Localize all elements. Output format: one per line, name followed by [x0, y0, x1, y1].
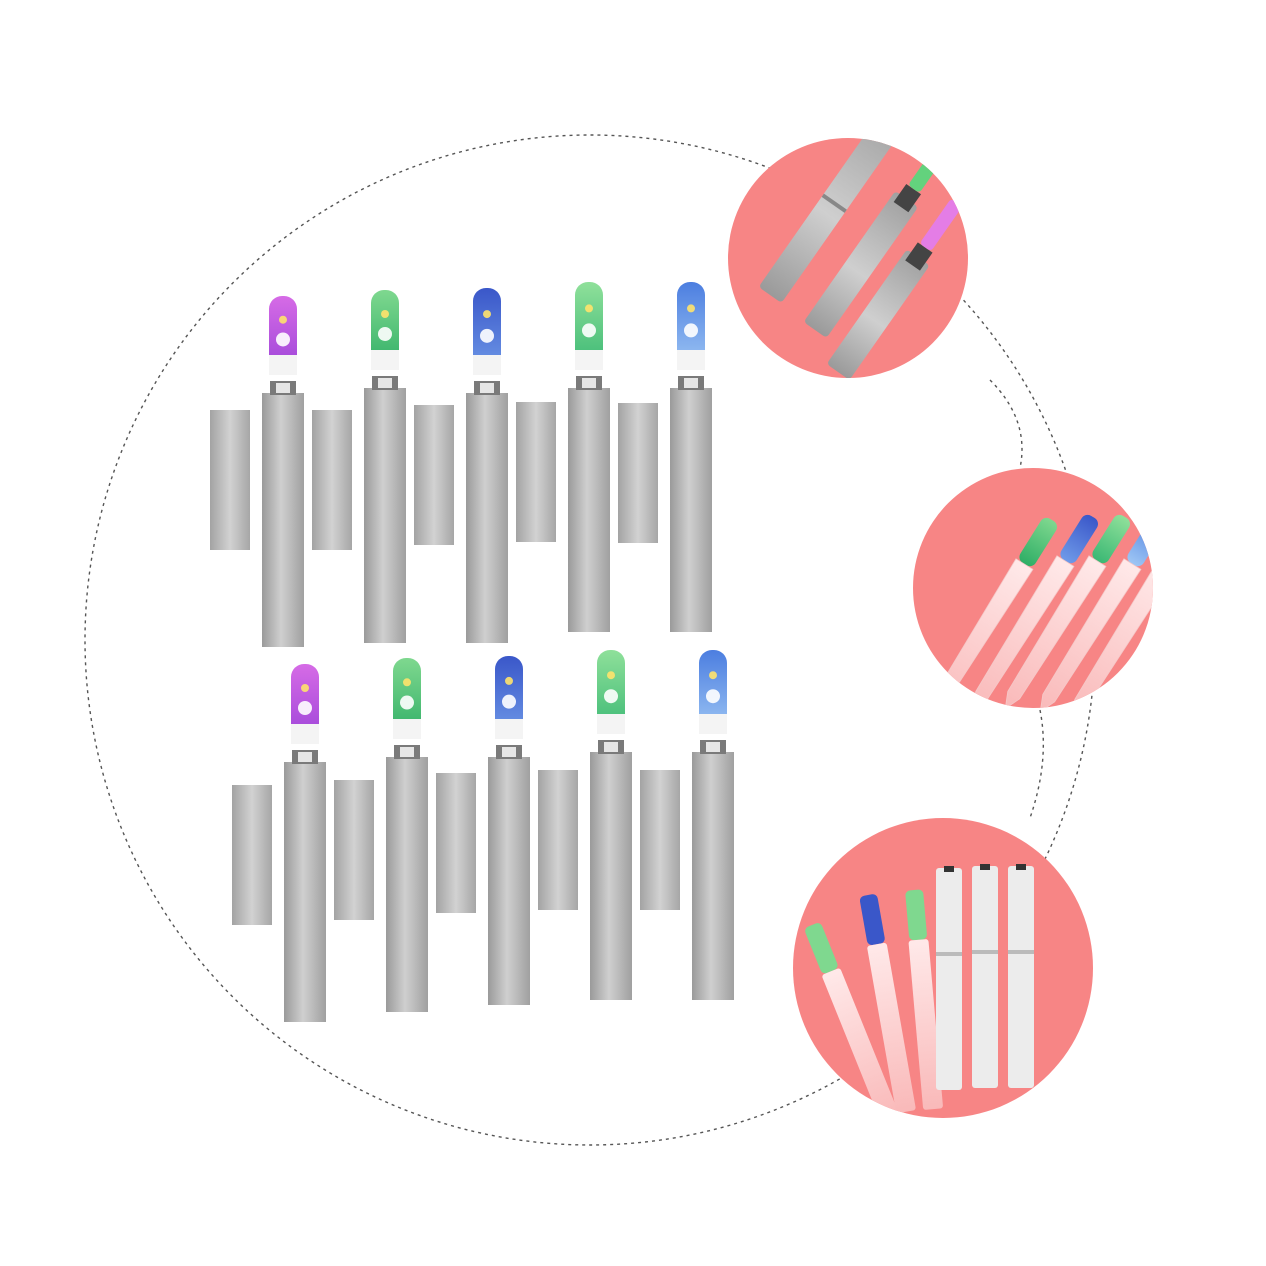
case-lid: [312, 410, 352, 550]
moon-icon: [687, 304, 695, 313]
detail-circle-glass-files: [913, 468, 1153, 708]
moon-icon: [279, 315, 287, 324]
case-body: [488, 757, 530, 1005]
snowman-icon: [502, 694, 516, 709]
case-lid: [538, 770, 578, 910]
case-lid: [232, 785, 272, 925]
case-body: [284, 762, 326, 1022]
glass-file: [1071, 563, 1153, 708]
moon-icon: [709, 671, 717, 680]
nail-file-set: [232, 664, 326, 1022]
case-lid: [210, 410, 250, 550]
case-body: [590, 752, 632, 1000]
case-lid: [640, 770, 680, 910]
nail-file-set: [516, 282, 610, 632]
moon-icon: [301, 684, 309, 692]
moon-icon: [585, 304, 593, 313]
moon-icon: [505, 676, 513, 685]
nail-file-set: [210, 296, 304, 647]
detail-circle-files-cases: [793, 818, 1093, 1118]
case-body: [692, 752, 734, 1000]
case-body: [364, 388, 406, 643]
snowman-icon: [298, 701, 312, 715]
nail-file-set: [436, 656, 530, 1005]
detail-circle-cases: [728, 138, 968, 378]
snowman-icon: [276, 332, 290, 347]
nail-file-set: [414, 288, 508, 643]
case-lid: [516, 402, 556, 542]
product-files-group: [210, 282, 734, 1022]
moon-icon: [607, 671, 615, 680]
snowman-icon: [684, 323, 698, 338]
glass-file: [1004, 514, 1130, 708]
nail-file-set: [538, 650, 632, 1000]
moon-icon: [403, 678, 411, 687]
case-lid: [334, 780, 374, 920]
moon-icon: [483, 310, 491, 319]
case-body: [568, 388, 610, 632]
nail-file-set: [334, 658, 428, 1012]
case-body: [262, 393, 304, 647]
snowman-icon: [706, 689, 720, 704]
snowman-icon: [400, 695, 414, 710]
nail-file-set: [618, 282, 712, 632]
snowman-icon: [378, 327, 392, 341]
nail-file-set: [312, 290, 406, 643]
connector-line: [1029, 709, 1045, 819]
case-lid: [414, 405, 454, 545]
case-body: [386, 757, 428, 1012]
case-lid: [618, 403, 658, 543]
case-body: [670, 388, 712, 632]
connector-line: [989, 379, 1023, 469]
case-body: [466, 393, 508, 643]
nail-file-set: [640, 650, 734, 1000]
snowman-icon: [604, 689, 618, 704]
snowman-icon: [480, 328, 494, 343]
moon-icon: [381, 310, 389, 318]
snowman-icon: [582, 323, 596, 338]
case-lid: [436, 773, 476, 913]
